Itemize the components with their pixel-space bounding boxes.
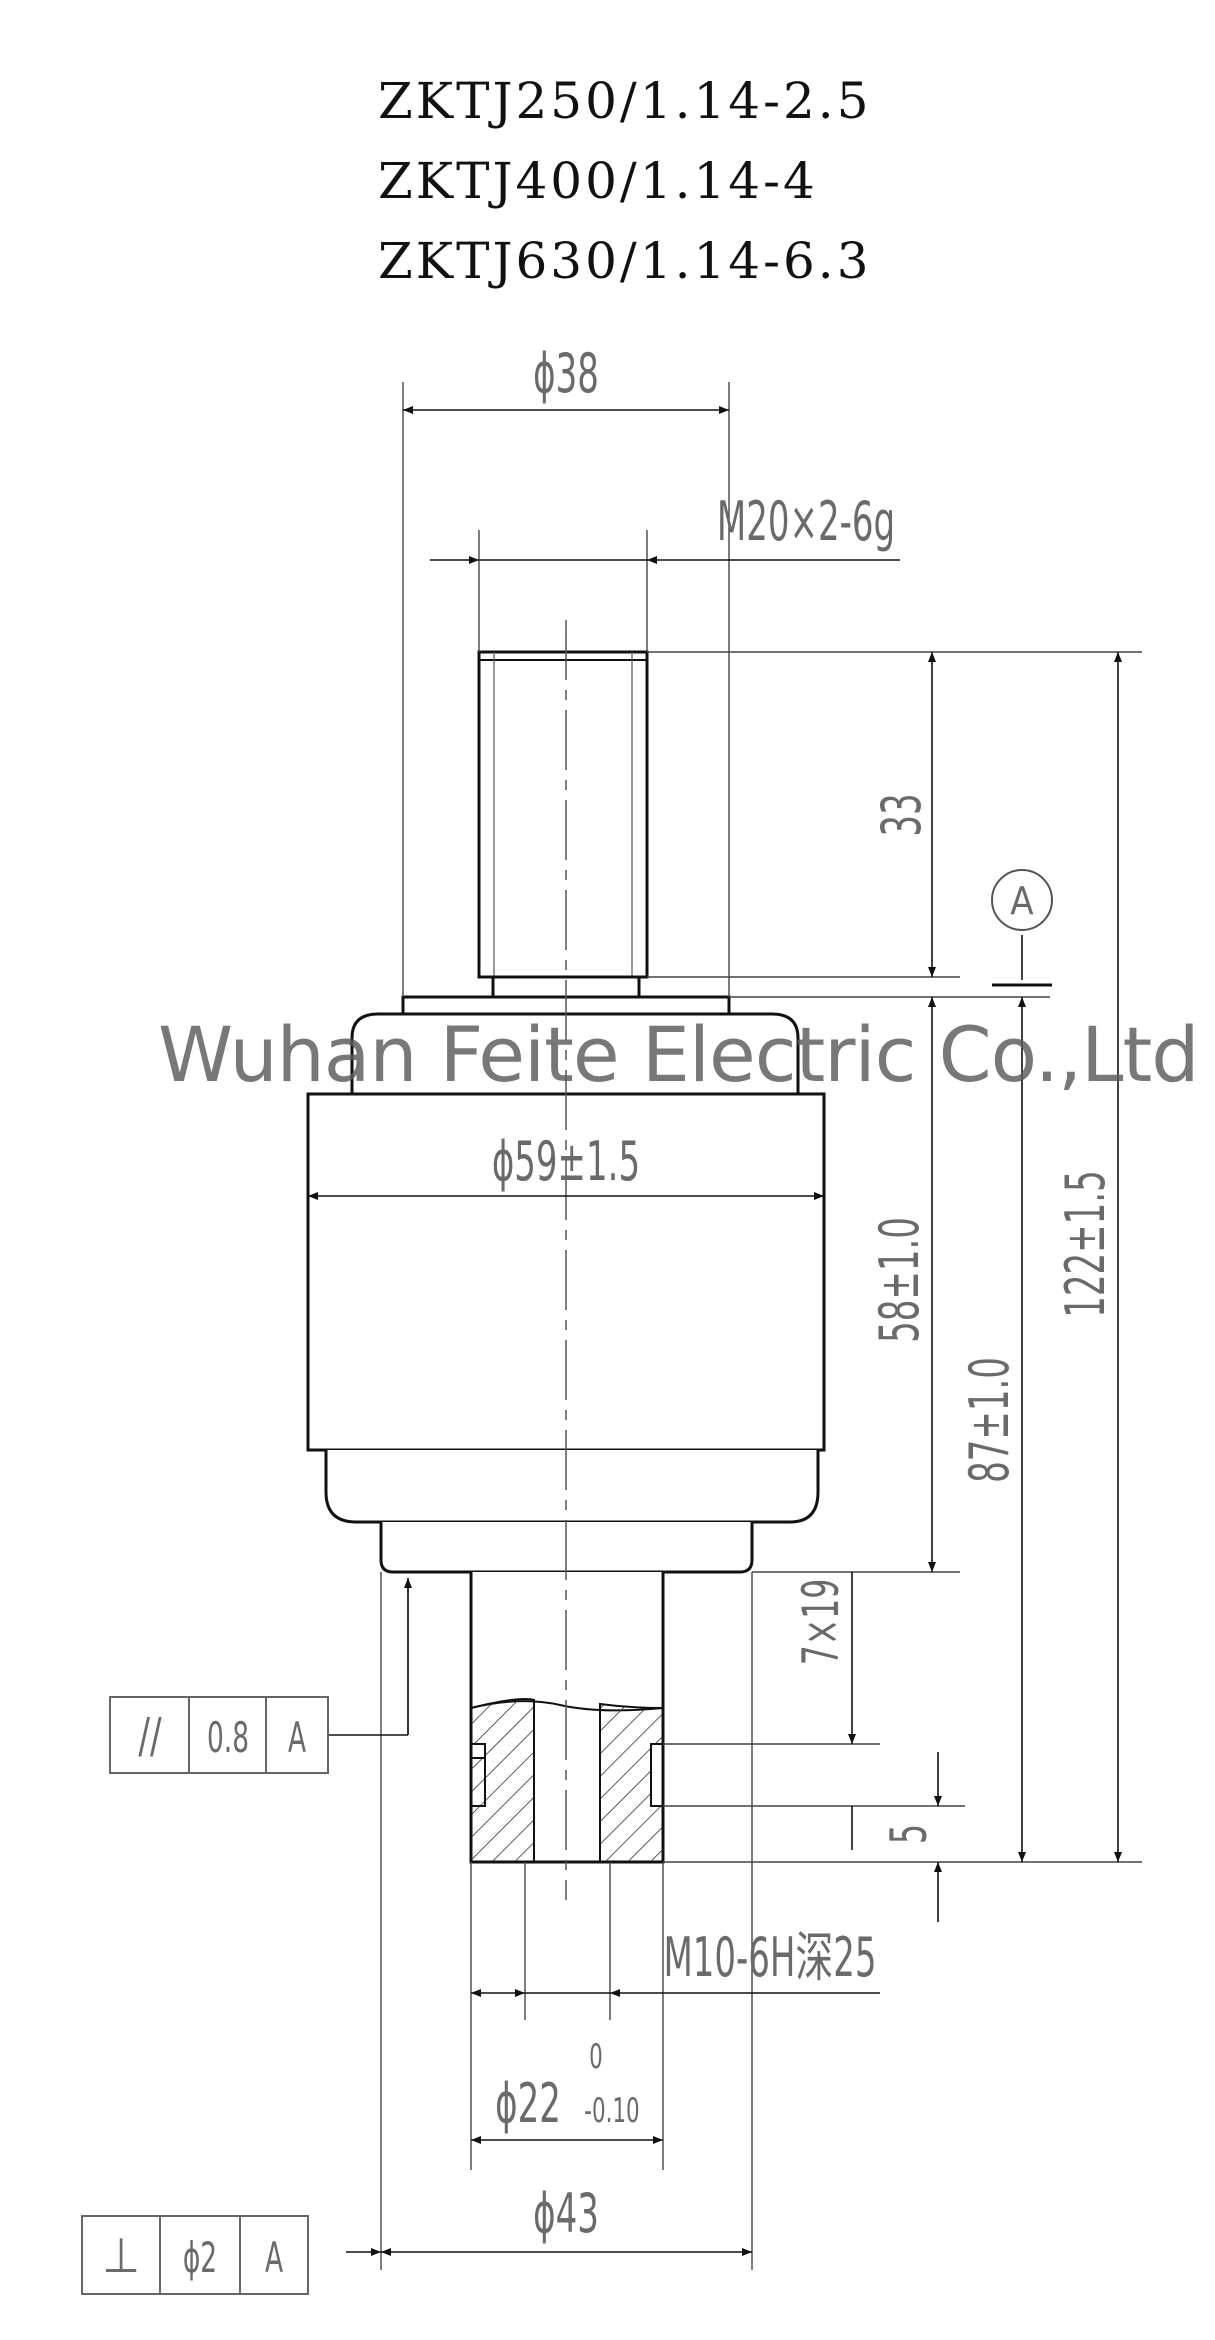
- parallelism-symbol: //: [138, 1709, 162, 1764]
- dim-d33: 33: [870, 793, 933, 836]
- dim-d87: 87±1.0: [958, 1357, 1021, 1483]
- dim-d43: ϕ43: [533, 2182, 599, 2245]
- stem-section: [470, 1698, 664, 1863]
- company-watermark: Wuhan Feite Electric Co.,Ltd: [158, 1010, 1200, 1099]
- perpendicularity-value: ϕ2: [183, 2233, 217, 2283]
- dim-d122: 122±1.5: [1054, 1170, 1117, 1317]
- dim-d22-lower: -0.10: [584, 2091, 639, 2130]
- perpendicularity-symbol: ⊥: [102, 2228, 140, 2284]
- threaded-stud: [477, 650, 649, 979]
- model-title-3: ZKTJ630/1.14-6.3: [378, 232, 872, 290]
- dim-m10: M10-6H深25: [663, 1926, 876, 1989]
- model-title-1: ZKTJ250/1.14-2.5: [378, 72, 872, 130]
- model-title-2: ZKTJ400/1.14-4: [378, 152, 818, 210]
- dim-d38: ϕ38: [533, 342, 599, 405]
- dim-m20: M20×2-6g: [717, 490, 895, 553]
- parallelism-frame: [109, 1696, 329, 1774]
- dim-7x19: 7×19: [793, 1579, 851, 1665]
- extension-lines: [380, 382, 1142, 2270]
- dimension-lines: [308, 406, 1122, 2256]
- datum-a-label: A: [1010, 879, 1034, 923]
- dim-d22: ϕ22: [495, 2072, 561, 2135]
- parallelism-datum: A: [288, 1713, 307, 1763]
- lower-shoulder: [324, 1450, 820, 1524]
- dim-d5: 5: [881, 1824, 939, 1844]
- perpendicularity-datum: A: [265, 2233, 284, 2283]
- upper-shoulder: [350, 1012, 800, 1094]
- parallelism-value: 0.8: [207, 1713, 249, 1763]
- dim-d58: 58±1.0: [868, 1217, 931, 1343]
- perpendicularity-frame: [81, 2215, 309, 2295]
- dim-d22-upper: 0: [589, 2037, 603, 2076]
- dim-d59: ϕ59±1.5: [492, 1130, 640, 1193]
- datum-a-circle: [991, 869, 1053, 931]
